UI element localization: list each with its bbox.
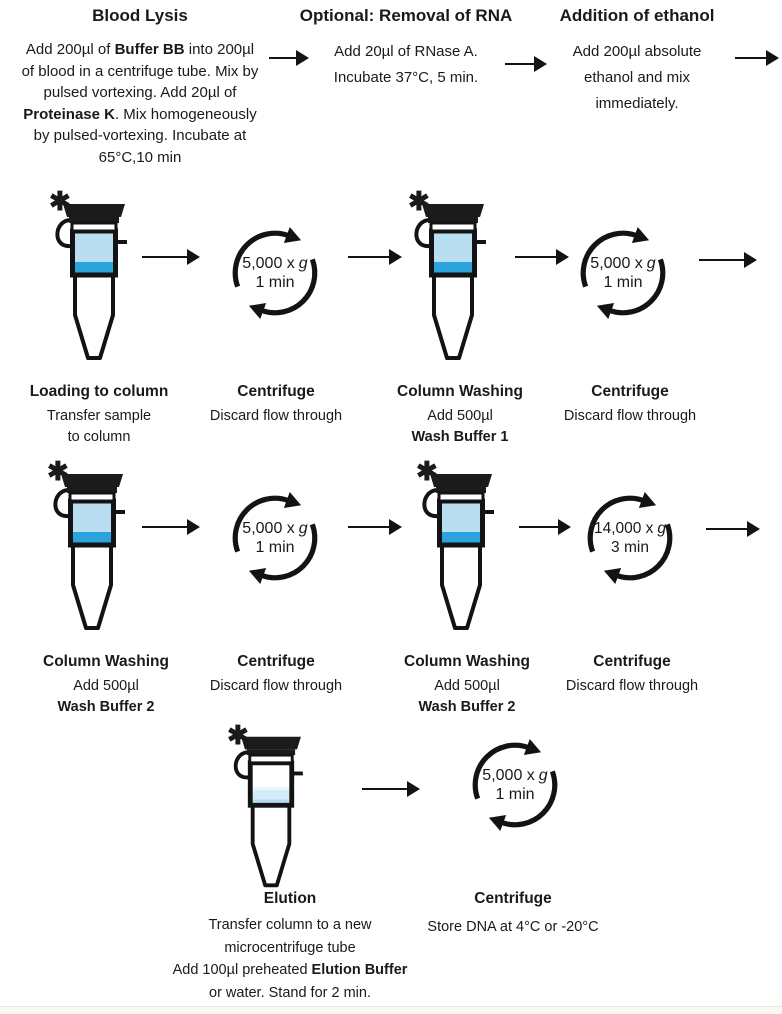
step-label-title: Column Washing (397, 383, 523, 400)
flow-arrow-icon (735, 50, 779, 66)
step-title-blood-lysis: Blood Lysis (92, 6, 188, 25)
step-description-rna-removal: Add 20µl of RNase A.Incubate 37°C, 5 min… (333, 43, 479, 86)
tube-icon (419, 467, 503, 639)
step-label-centrifuge: Centrifuge Discard flow through (190, 382, 362, 427)
step-label-title: Elution (263, 890, 317, 907)
asterisk-icon: ✱ (408, 186, 430, 216)
step-block-blood-lysis: Blood Lysis Add 200µl of Buffer BB into … (14, 6, 266, 168)
g-force-symbol: g (538, 767, 548, 784)
flow-arrow-icon (515, 249, 569, 265)
footer-strip (0, 1006, 782, 1014)
centrifuge-time: 1 min (495, 786, 535, 803)
centrifuge-time: 1 min (603, 274, 643, 291)
centrifuge-time: 1 min (255, 539, 295, 556)
step-title-ethanol: Addition of ethanol (559, 6, 715, 25)
step-label-title: Loading to column (29, 383, 169, 400)
flow-arrow-icon (348, 249, 402, 265)
g-force-symbol: g (657, 520, 667, 537)
flow-arrow-icon (505, 56, 547, 72)
step-label-title: Centrifuge (237, 653, 315, 670)
g-force-symbol: g (298, 520, 308, 537)
step-block-rna-removal: Optional: Removal of RNA Add 20µl of RNa… (296, 6, 516, 91)
step-label-body: Store DNA at 4°C or -20°C (427, 919, 599, 935)
step-label-title: Centrifuge (593, 653, 671, 670)
g-force-symbol: g (646, 255, 656, 272)
tube-icon (411, 197, 495, 369)
step-label-body: Discard flow through (563, 408, 697, 424)
step-label-body: Discard flow through (209, 678, 343, 694)
centrifuge-time: 3 min (611, 539, 649, 556)
tube-icon (50, 467, 134, 639)
spin-column-tube-icon: ✱ (416, 458, 503, 639)
flow-arrow-icon (142, 249, 200, 265)
step-label-centrifuge: Centrifuge Discard flow through (544, 652, 720, 697)
step-label-body: Discard flow through (209, 408, 343, 424)
spin-column-tube-icon: ✱ (49, 188, 136, 369)
step-label-centrifuge-store: Centrifuge Store DNA at 4°C or -20°C (418, 889, 608, 938)
spin-column-tube-icon: ✱ (408, 188, 495, 369)
step-title-rna-removal: Optional: Removal of RNA (299, 6, 513, 25)
g-force-symbol: g (298, 255, 308, 272)
spin-column-tube-icon: ✱ (227, 722, 312, 895)
asterisk-icon: ✱ (416, 456, 438, 486)
step-label-title: Centrifuge (474, 890, 552, 907)
flow-arrow-icon (362, 781, 420, 797)
flow-arrow-icon (699, 252, 757, 268)
tube-icon (230, 731, 312, 895)
flow-arrow-icon (142, 519, 200, 535)
flow-arrow-icon (519, 519, 571, 535)
step-label-centrifuge: Centrifuge Discard flow through (542, 382, 718, 427)
flow-arrow-icon (269, 50, 309, 66)
step-label-title: Column Washing (404, 653, 530, 670)
flow-arrow-icon (706, 521, 760, 537)
spin-column-tube-icon: ✱ (47, 458, 134, 639)
step-label-title: Centrifuge (591, 383, 669, 400)
asterisk-icon: ✱ (47, 456, 69, 486)
asterisk-icon: ✱ (227, 720, 249, 750)
flow-arrow-icon (348, 519, 402, 535)
step-label-title: Column Washing (43, 653, 169, 670)
step-label-centrifuge: Centrifuge Discard flow through (190, 652, 362, 697)
centrifuge-time: 1 min (255, 274, 295, 291)
step-label-title: Centrifuge (237, 383, 315, 400)
step-label-body: Discard flow through (565, 678, 699, 694)
asterisk-icon: ✱ (49, 186, 71, 216)
tube-icon (52, 197, 136, 369)
